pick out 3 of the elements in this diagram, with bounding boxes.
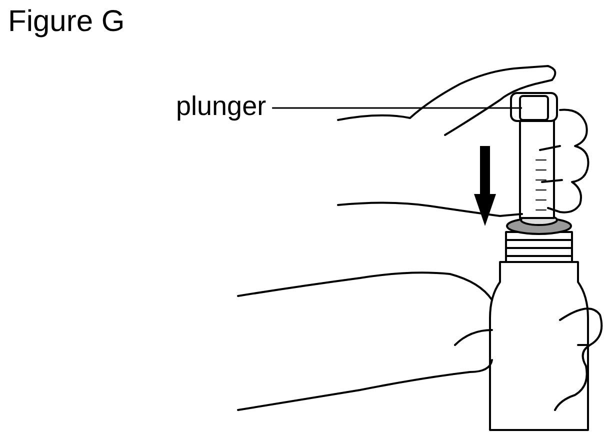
figure-title: Figure G	[8, 4, 125, 40]
part-label: plunger	[176, 90, 266, 122]
leader-line	[272, 107, 522, 109]
